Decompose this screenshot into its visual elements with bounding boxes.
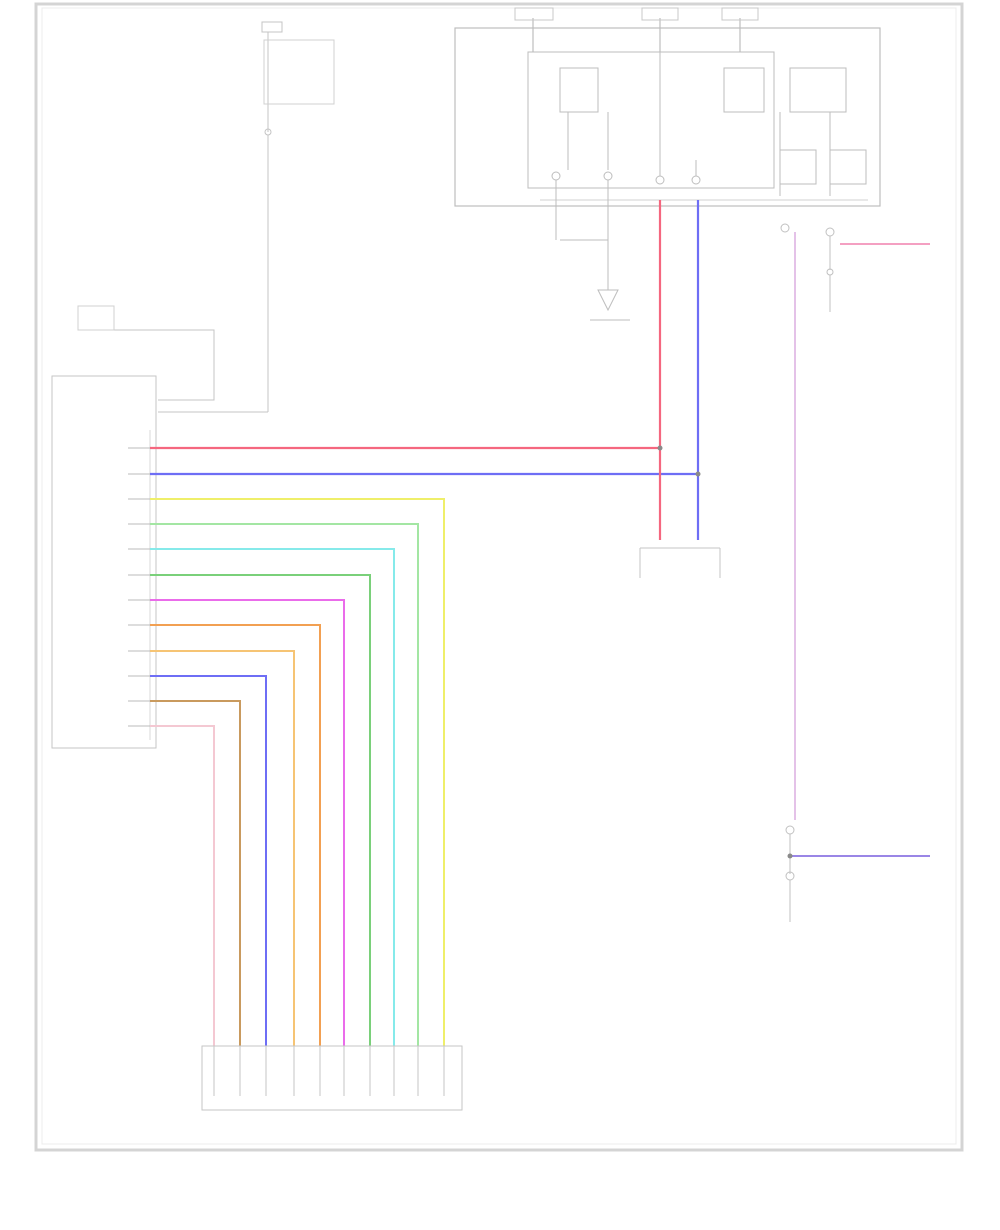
lower-right-connector: [785, 825, 795, 922]
wire-bundle: [150, 498, 445, 1046]
wire-cyan: [150, 548, 395, 1046]
wire-orange: [150, 624, 321, 1046]
wire-brown: [150, 700, 241, 1046]
relay-block: [454, 7, 881, 207]
wire-green: [150, 574, 371, 1046]
wire-light-green: [150, 523, 419, 1046]
page-frame: [34, 2, 964, 1152]
wire-blue-2: [150, 675, 267, 1046]
wire-blue: [150, 200, 700, 476]
wire-magenta: [150, 599, 345, 1046]
wire-red: [150, 200, 662, 450]
junction-lower: [787, 853, 793, 859]
wire-light-orange: [150, 650, 295, 1046]
junction-blue: [695, 471, 701, 477]
module-pin-stubs: [128, 447, 150, 727]
wire-light-pink: [150, 725, 215, 1046]
bottom-connector: [201, 1045, 463, 1111]
page-frame-inner: [41, 7, 957, 1145]
wire-yellow: [150, 498, 445, 1046]
right-connector: [780, 223, 835, 312]
switch-block: [158, 21, 335, 413]
ground-symbol: [555, 180, 630, 321]
data-link-connector: [639, 547, 721, 578]
control-module: [51, 375, 157, 749]
junction-red: [657, 445, 663, 451]
sensor-cable: [77, 305, 215, 401]
